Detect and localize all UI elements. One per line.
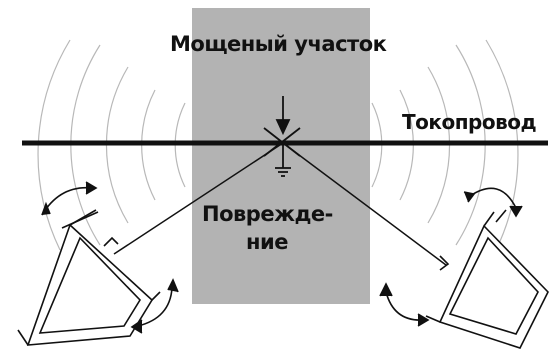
damage-label-line1: Повреж­де- — [202, 202, 333, 226]
sight-line-left — [113, 142, 284, 255]
rotation-arrows-right — [379, 187, 523, 327]
sight-line-right — [282, 142, 447, 266]
receiver-right — [425, 209, 549, 349]
conductor-label: Токопровод — [402, 110, 537, 134]
paved-area-rect — [192, 8, 370, 304]
damage-label-line2: ние — [246, 230, 288, 254]
rotation-arrows-left — [41, 181, 179, 334]
receiver-left — [17, 209, 161, 346]
paved-area-label: Мощеный участок — [170, 32, 387, 56]
